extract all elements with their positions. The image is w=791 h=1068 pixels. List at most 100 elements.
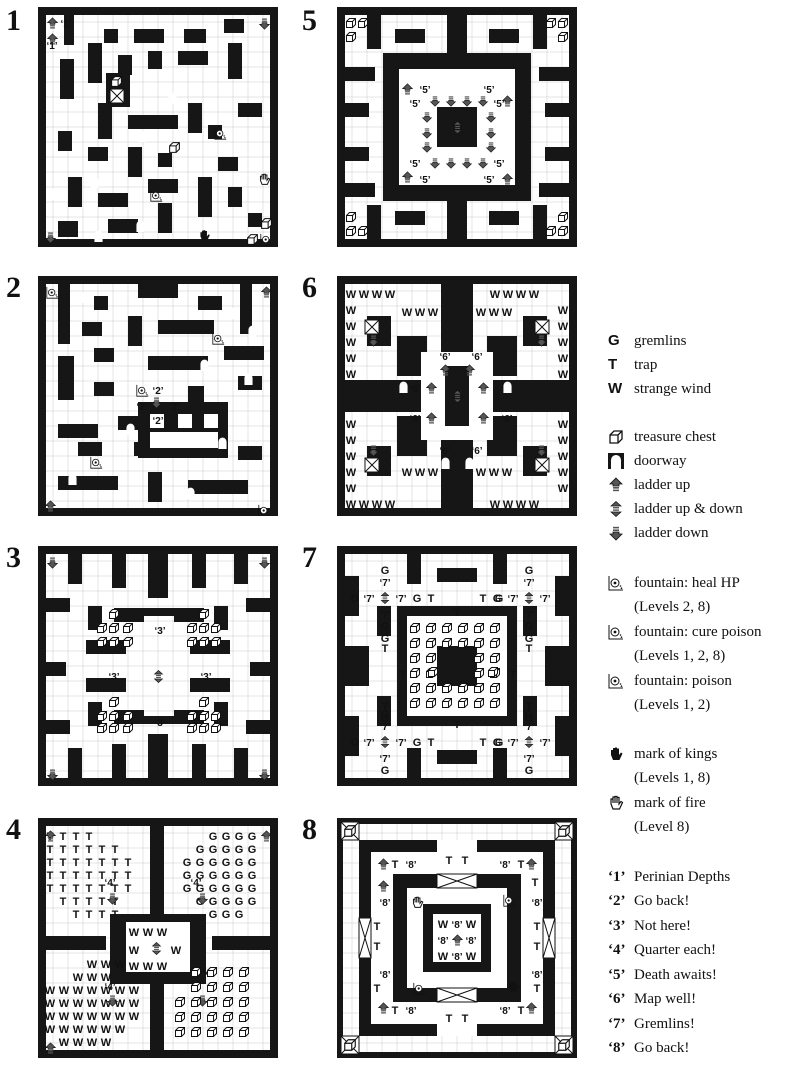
legend-ladder-up-text: ladder up: [634, 477, 691, 493]
treasure-chest: [109, 697, 119, 707]
wind-marker: W: [402, 307, 413, 319]
treasure-chest: [191, 1027, 201, 1037]
treasure-chest: [546, 226, 556, 236]
wall: [38, 546, 278, 554]
wind-marker: W: [558, 321, 569, 333]
wall: [188, 103, 202, 133]
wall: [234, 748, 248, 778]
wall: [533, 15, 547, 49]
legend-fountain-cure: fountain: cure poison: [608, 621, 761, 643]
wind-marker: W: [129, 1011, 140, 1023]
wall: [250, 662, 270, 676]
gremlin-marker: G: [235, 831, 244, 843]
wind-marker: W: [438, 951, 449, 963]
treasure-chest: [109, 609, 119, 619]
fountain: [46, 286, 59, 299]
treasure-chest: [428, 667, 438, 677]
wall: [174, 608, 204, 622]
gremlin-marker: G: [235, 909, 244, 921]
wall: [38, 818, 46, 1058]
wind-marker: W: [157, 927, 168, 939]
trap-marker: T: [534, 921, 541, 933]
message-text-8: Go back!: [634, 1040, 690, 1056]
trap-marker: T: [60, 831, 67, 843]
treasure-chest: [199, 723, 209, 733]
message-marker-6: ‘6’: [409, 384, 420, 395]
trap-marker: T: [86, 857, 93, 869]
trap-marker: T: [392, 1005, 399, 1017]
floor: [529, 918, 543, 958]
trap-marker: T: [86, 870, 93, 882]
gremlin-marker: G: [222, 831, 231, 843]
treasure-chest: [109, 723, 119, 733]
ladder-down: [47, 557, 58, 569]
treasure-chest: [199, 711, 209, 721]
legend-mark-kings-levels: (Levels 1, 8): [634, 770, 711, 786]
gremlin-marker: G: [525, 709, 534, 721]
gremlin-marker: G: [196, 857, 205, 869]
legend-fountain-heal-text: fountain: heal HP: [634, 575, 740, 591]
floor: [371, 918, 385, 958]
gremlin-marker: G: [413, 593, 422, 605]
legend-mark-kings: mark of kings: [608, 743, 717, 765]
legend-fountain-heal-levels: (Levels 2, 8): [634, 599, 711, 615]
doorway: [230, 307, 239, 319]
wall: [545, 147, 569, 161]
wind-marker: W: [428, 467, 439, 479]
message-text-3: Not here!: [634, 918, 692, 934]
wind-marker: W: [346, 419, 357, 431]
wind-marker: W: [129, 998, 140, 1010]
treasure-chest: [426, 698, 436, 708]
message-marker-7: ‘7’: [507, 594, 518, 605]
wall: [192, 554, 206, 588]
treasure-chest: [191, 997, 201, 1007]
gremlin-marker: G: [209, 896, 218, 908]
wall: [228, 187, 242, 207]
wall: [158, 320, 214, 334]
gremlin-marker: G: [493, 737, 502, 749]
message-text-2: Go back!: [634, 893, 690, 909]
wall: [533, 205, 547, 239]
wind-marker: W: [87, 972, 98, 984]
treasure-chest: [187, 723, 197, 733]
message-marker-7: ‘7’: [379, 754, 390, 765]
wall: [104, 29, 118, 43]
wind-marker: W: [59, 1037, 70, 1049]
wall: [60, 59, 74, 99]
wind-marker: W: [73, 972, 84, 984]
treasure-chest: [426, 683, 436, 693]
level-7-label: 7: [302, 541, 317, 574]
wind-marker: W: [558, 451, 569, 463]
pit-marker: [364, 319, 380, 335]
message-marker-1: ‘1’: [60, 19, 71, 30]
wall: [134, 29, 164, 43]
wall: [142, 608, 174, 616]
treasure-chest: [97, 711, 107, 721]
wall: [437, 750, 477, 764]
message-marker-7: ‘7’: [363, 738, 374, 749]
gremlin-marker: G: [525, 713, 534, 725]
message-code-4: ‘4’: [608, 942, 626, 958]
doorway-icon: [608, 453, 624, 469]
treasure-chest: [175, 997, 185, 1007]
treasure-chest: [442, 683, 452, 693]
gremlin-marker: G: [495, 737, 504, 749]
floor: [150, 432, 218, 448]
wind-marker: W: [402, 467, 413, 479]
wind-marker: W: [359, 499, 370, 511]
treasure-chest: [490, 623, 500, 633]
legend-fountain-cure-text: fountain: cure poison: [634, 624, 762, 640]
gremlin-marker: G: [222, 909, 231, 921]
wind-marker: W: [45, 998, 56, 1010]
gremlin-marker: G: [495, 593, 504, 605]
pit-marker: [109, 88, 125, 104]
wall: [523, 696, 537, 726]
trap-marker: T: [446, 1013, 453, 1025]
message-marker-6: ‘6’: [471, 352, 482, 363]
treasure-chest: [211, 711, 221, 721]
level-5-map: ‘5’‘5’‘5’‘5’‘5’‘5’‘5’‘5’: [337, 7, 577, 247]
doorway: [168, 92, 177, 104]
trap-marker: T: [73, 831, 80, 843]
message-text-6: Map well!: [634, 991, 697, 1007]
message-marker-8: ‘8’: [531, 970, 542, 981]
